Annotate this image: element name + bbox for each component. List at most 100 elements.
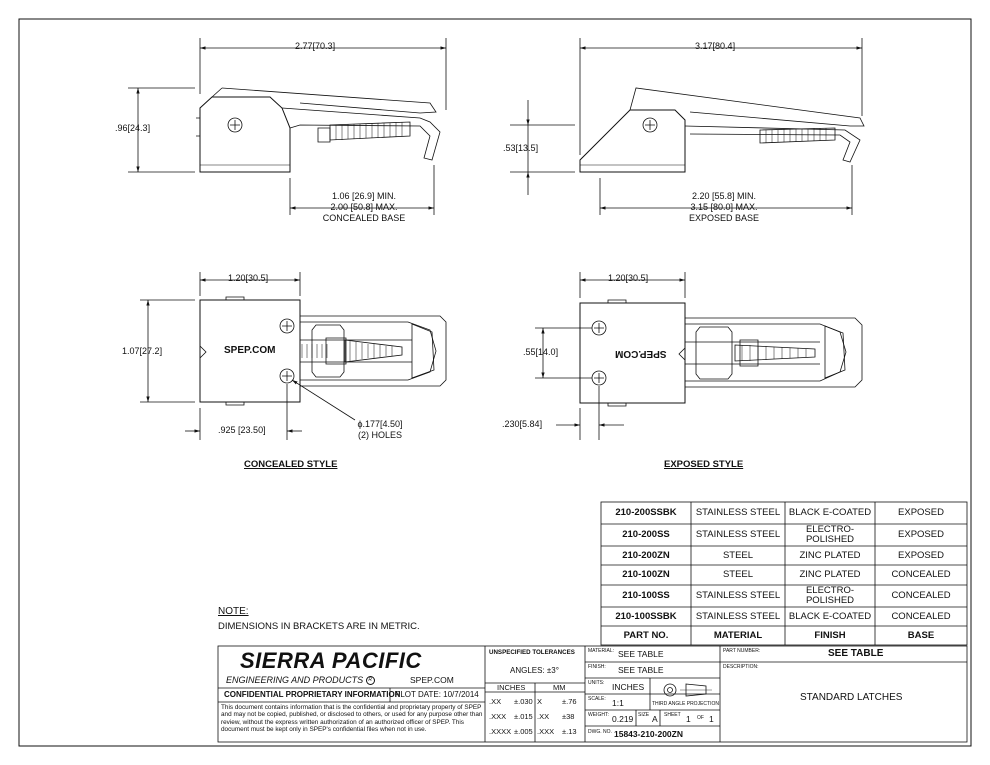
- table-cell: 210-100ZN: [622, 569, 670, 581]
- units-value: INCHES: [612, 682, 645, 692]
- table-header-cell: BASE: [907, 629, 935, 641]
- table-cell: ZINC PLATED: [799, 549, 861, 561]
- size-value: A: [652, 714, 658, 724]
- table-cell: STAINLESS STEEL: [695, 610, 781, 622]
- of-value: 1: [709, 714, 714, 724]
- tolerances-inches-label: INCHES: [497, 683, 526, 692]
- table-cell: 210-100SS: [622, 590, 670, 602]
- plot-date: PLOT DATE: 10/7/2014: [395, 690, 479, 699]
- size-label: SIZE: [638, 712, 650, 718]
- table-cell: BLACK E-COATED: [788, 610, 872, 622]
- sheet-label: SHEET: [664, 712, 681, 718]
- table-cell: ELECTRO- POLISHED: [805, 585, 855, 606]
- table-cell: STAINLESS STEEL: [695, 507, 781, 519]
- description-value: STANDARD LATCHES: [800, 692, 903, 703]
- table-cell: STAINLESS STEEL: [695, 590, 781, 602]
- parts-table-grid: [600, 501, 968, 646]
- company-subtitle: ENGINEERING AND PRODUCTS R: [226, 676, 375, 686]
- dim-height-exposed: .53[13.5]: [503, 143, 539, 153]
- top-view-exposed: [535, 272, 863, 440]
- tolerances-mm-label: MM: [553, 683, 566, 692]
- table-cell: EXPOSED: [898, 507, 944, 519]
- table-header-cell: MATERIAL: [713, 629, 763, 641]
- tolerance-cell: ±.030: [514, 697, 533, 706]
- tolerances-angles: ANGLES: ±3°: [510, 666, 559, 675]
- caption-concealed-style: CONCEALED STYLE: [244, 459, 338, 470]
- scale-value: 1:1: [612, 698, 624, 708]
- tolerance-cell: .XX: [537, 712, 550, 721]
- partnumber-label: PART NUMBER:: [723, 648, 761, 654]
- dim-body-height-concealed: 1.07[27.2]: [122, 346, 163, 356]
- material-value: SEE TABLE: [618, 649, 664, 659]
- confidential-heading: CONFIDENTIAL PROPRIETARY INFORMATION: [224, 690, 401, 699]
- tolerance-cell: ±.005: [514, 727, 533, 736]
- table-cell: STEEL: [722, 549, 754, 561]
- dim-base-exposed: 2.20 [55.8] MIN. 3.15 [80.0] MAX. EXPOSE…: [688, 191, 760, 223]
- note-text: DIMENSIONS IN BRACKETS ARE IN METRIC.: [218, 621, 420, 632]
- dim-hole-spacing-exposed: .55[14.0]: [523, 347, 559, 357]
- dim-hole-diameter: ϕ.177[4.50] (2) HOLES: [357, 419, 403, 440]
- dim-hole-offset-exposed: .230[5.84]: [502, 419, 543, 429]
- company-website: SPEP.COM: [410, 675, 454, 685]
- company-name: SIERRA PACIFIC: [240, 648, 422, 673]
- finish-label: FINISH:: [588, 664, 606, 670]
- dim-body-width-concealed: 1.20[30.5]: [228, 273, 269, 283]
- material-label: MATERIAL:: [588, 648, 615, 654]
- projection-label: THIRD ANGLE PROJECTION: [652, 701, 719, 707]
- table-cell: CONCEALED: [891, 569, 951, 581]
- tolerance-cell: .XXX: [537, 727, 555, 736]
- tolerance-cell: .XXXX: [489, 727, 512, 736]
- weight-label: WEIGHT:: [588, 712, 609, 718]
- finish-value: SEE TABLE: [618, 665, 664, 675]
- dim-width-concealed: 2.77[70.3]: [295, 41, 336, 51]
- table-cell: BLACK E-COATED: [788, 507, 872, 519]
- dwg-label: DWG. NO.: [588, 729, 612, 735]
- tolerance-cell: X: [537, 697, 543, 706]
- units-label: UNITS:: [588, 680, 605, 686]
- side-view-concealed: [128, 38, 447, 215]
- dim-height-concealed: .96[24.3]: [115, 123, 151, 133]
- table-cell: ELECTRO- POLISHED: [805, 524, 855, 545]
- tolerance-cell: ±.13: [562, 727, 577, 736]
- logo-spep-concealed: SPEP.COM: [224, 345, 276, 356]
- tolerance-cell: .XX: [489, 697, 502, 706]
- table-cell: STEEL: [722, 569, 754, 581]
- tolerances-title: UNSPECIFIED TOLERANCES: [489, 649, 575, 656]
- dim-width-exposed: 3.17[80.4]: [695, 41, 736, 51]
- weight-value: 0.219: [612, 714, 634, 724]
- dim-body-width-exposed: 1.20[30.5]: [608, 273, 649, 283]
- partnumber-value: SEE TABLE: [828, 648, 884, 659]
- caption-exposed-style: EXPOSED STYLE: [664, 459, 744, 470]
- table-cell: EXPOSED: [898, 529, 944, 541]
- table-cell: 210-200SS: [622, 529, 670, 541]
- tolerance-cell: ±.76: [562, 697, 577, 706]
- note-title: NOTE:: [218, 606, 249, 617]
- table-header-cell: PART NO.: [623, 629, 669, 641]
- table-cell: 210-100SSBK: [615, 610, 677, 622]
- tolerance-cell: ±.015: [514, 712, 533, 721]
- scale-label: SCALE:: [588, 696, 606, 702]
- dwg-value: 15843-210-200ZN: [614, 729, 683, 739]
- table-cell: ZINC PLATED: [799, 569, 861, 581]
- table-cell: 210-200SSBK: [615, 507, 677, 519]
- table-cell: EXPOSED: [898, 549, 944, 561]
- table-cell: 210-200ZN: [622, 549, 670, 561]
- table-cell: CONCEALED: [891, 610, 951, 622]
- table-header-cell: FINISH: [814, 629, 846, 641]
- disclaimer-text: This document contains information that …: [221, 704, 483, 734]
- tolerance-cell: .XXX: [489, 712, 507, 721]
- table-cell: CONCEALED: [891, 590, 951, 602]
- title-block-grid: [217, 645, 968, 743]
- registered-mark: R: [365, 676, 375, 686]
- description-label: DESCRIPTION:: [723, 664, 759, 670]
- sheet-value: 1: [686, 714, 691, 724]
- tolerance-cell: ±38: [562, 712, 575, 721]
- side-view-exposed: [510, 38, 865, 215]
- top-view-concealed: [140, 272, 447, 440]
- table-cell: STAINLESS STEEL: [695, 529, 781, 541]
- dim-base-concealed: 1.06 [26.9] MIN. 2.00 [50.8] MAX. CONCEA…: [322, 191, 406, 223]
- of-label: OF: [697, 715, 704, 721]
- logo-spep-exposed: SPEP.COM: [615, 348, 667, 359]
- dim-hole-offset-concealed: .925 [23.50]: [218, 425, 266, 435]
